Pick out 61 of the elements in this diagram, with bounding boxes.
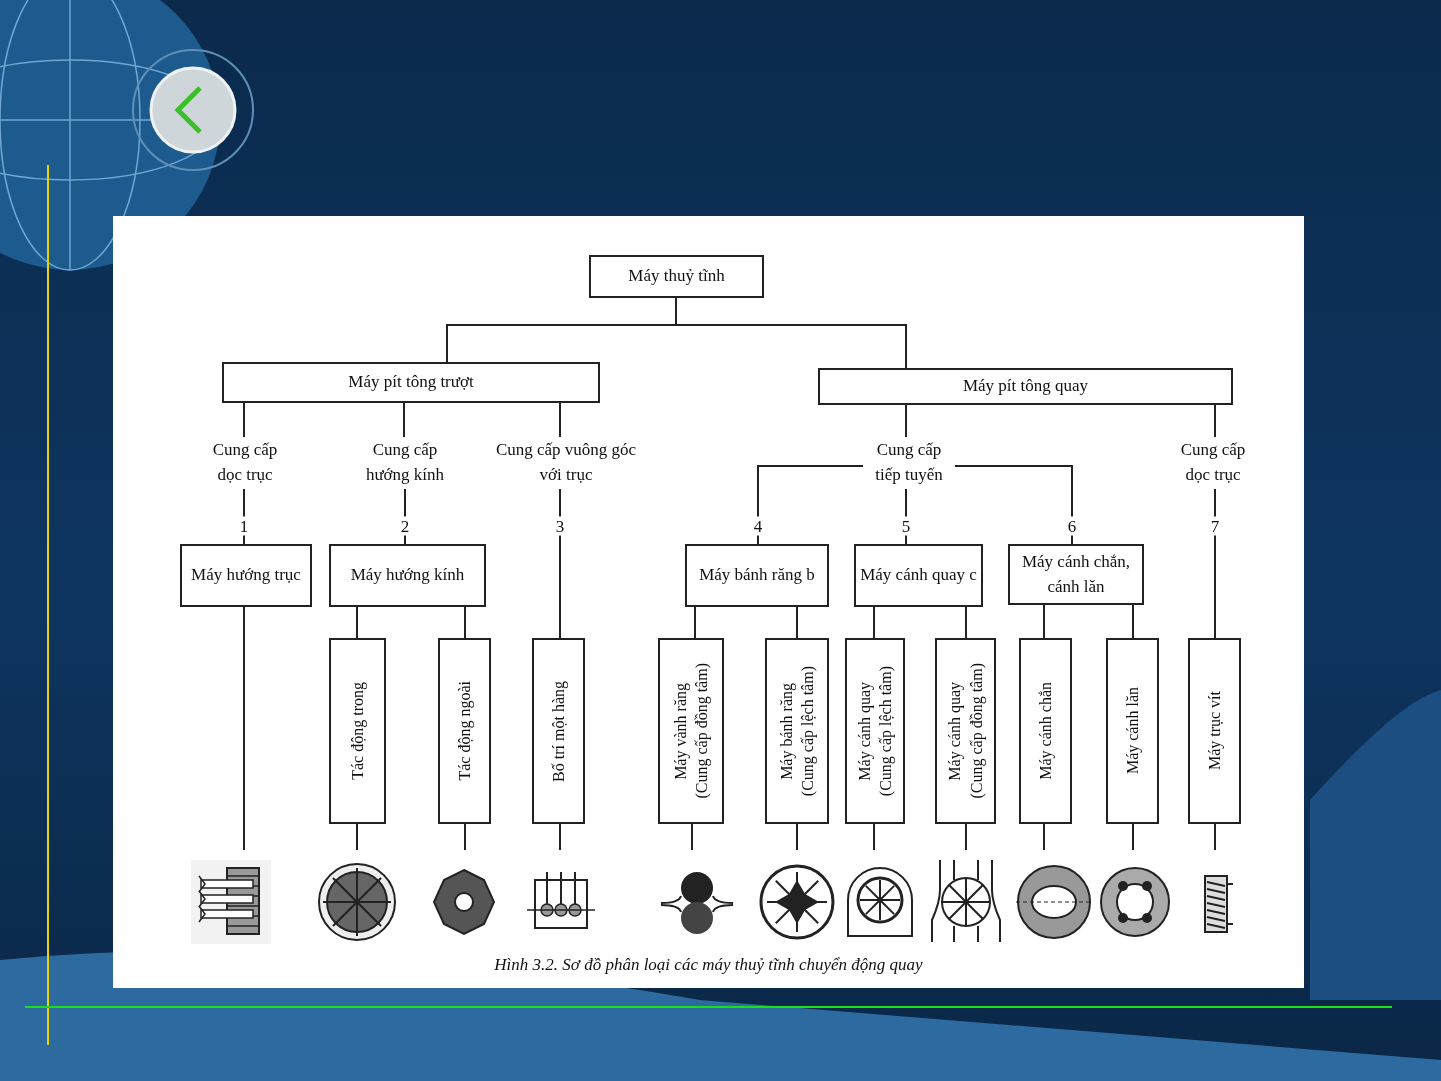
process-box: Máy hướng trục xyxy=(180,544,312,607)
connector-line xyxy=(243,402,245,438)
process-box: Máy pít tông trượt xyxy=(222,362,600,403)
connector-line xyxy=(1214,823,1216,851)
connector-line xyxy=(675,297,907,369)
process-box: Máy bánh răng (Cung cấp lệch tâm) xyxy=(765,638,829,824)
connector-line xyxy=(559,402,561,438)
process-box: Máy vành răng (Cung cấp đồng tâm) xyxy=(658,638,724,824)
edge-label: 2 xyxy=(398,516,412,536)
connector-line xyxy=(559,823,561,851)
connector-line xyxy=(356,606,358,639)
category-label: Cung cấp dọc trục xyxy=(1170,437,1256,489)
connector-line xyxy=(965,823,967,851)
connector-line xyxy=(403,402,405,438)
process-box: Máy pít tông quay xyxy=(818,368,1233,405)
figure-caption: Hình 3.2. Sơ đồ phân loại các máy thuỷ tĩnh chuyển động quay xyxy=(493,955,924,975)
edge-label: 5 xyxy=(899,516,913,536)
edge-label: 7 xyxy=(1208,516,1222,536)
connector-line xyxy=(873,606,875,639)
connector-line xyxy=(691,823,693,851)
process-box: Máy cánh lăn xyxy=(1106,638,1159,824)
connector-line xyxy=(464,606,466,639)
connector-line xyxy=(905,488,907,545)
connector-line xyxy=(1132,604,1134,639)
connector-line xyxy=(1043,604,1045,639)
process-box: Máy trục vít xyxy=(1188,638,1241,824)
connector-line xyxy=(965,606,967,639)
connector-line xyxy=(559,488,561,639)
process-box: Tác động trong xyxy=(329,638,386,824)
process-box: Bố trí một hàng xyxy=(532,638,585,824)
process-box: Máy bánh răng b xyxy=(685,544,829,607)
connector-line xyxy=(1214,488,1216,639)
connector-line xyxy=(464,823,466,851)
connector-line xyxy=(796,823,798,851)
process-box: Tác động ngoài xyxy=(438,638,491,824)
process-box: Máy cánh quay (Cung cấp lệch tâm) xyxy=(845,638,905,824)
connector-line xyxy=(796,606,798,639)
edge-label: 3 xyxy=(553,516,567,536)
category-label: Cung cấp hướng kính xyxy=(355,437,455,489)
process-box: Máy cánh chắn, cánh lăn xyxy=(1008,544,1144,605)
process-box: Máy thuỷ tĩnh xyxy=(589,255,764,298)
edge-label: 6 xyxy=(1065,516,1079,536)
connector-line xyxy=(694,606,696,639)
connector-line xyxy=(873,823,875,851)
process-box: Máy cánh quay (Cung cấp đồng tâm) xyxy=(935,638,996,824)
connector-line xyxy=(1132,823,1134,851)
process-box: Máy cánh quay c xyxy=(854,544,983,607)
category-label: Cung cấp vuông góc với trục xyxy=(494,437,638,489)
connector-line xyxy=(404,488,406,545)
category-label: Cung cấp dọc trục xyxy=(203,437,287,489)
category-label: Cung cấp tiếp tuyến xyxy=(863,437,955,489)
connector-line xyxy=(954,465,1073,545)
connector-line xyxy=(905,404,907,438)
connector-line xyxy=(243,606,245,851)
connector-line xyxy=(356,823,358,851)
connector-line xyxy=(1043,823,1045,851)
connector-line xyxy=(1214,404,1216,438)
connector-line xyxy=(757,465,864,545)
process-box: Máy cánh chắn xyxy=(1019,638,1072,824)
process-box: Máy hướng kính xyxy=(329,544,486,607)
edge-label: 4 xyxy=(751,516,765,536)
